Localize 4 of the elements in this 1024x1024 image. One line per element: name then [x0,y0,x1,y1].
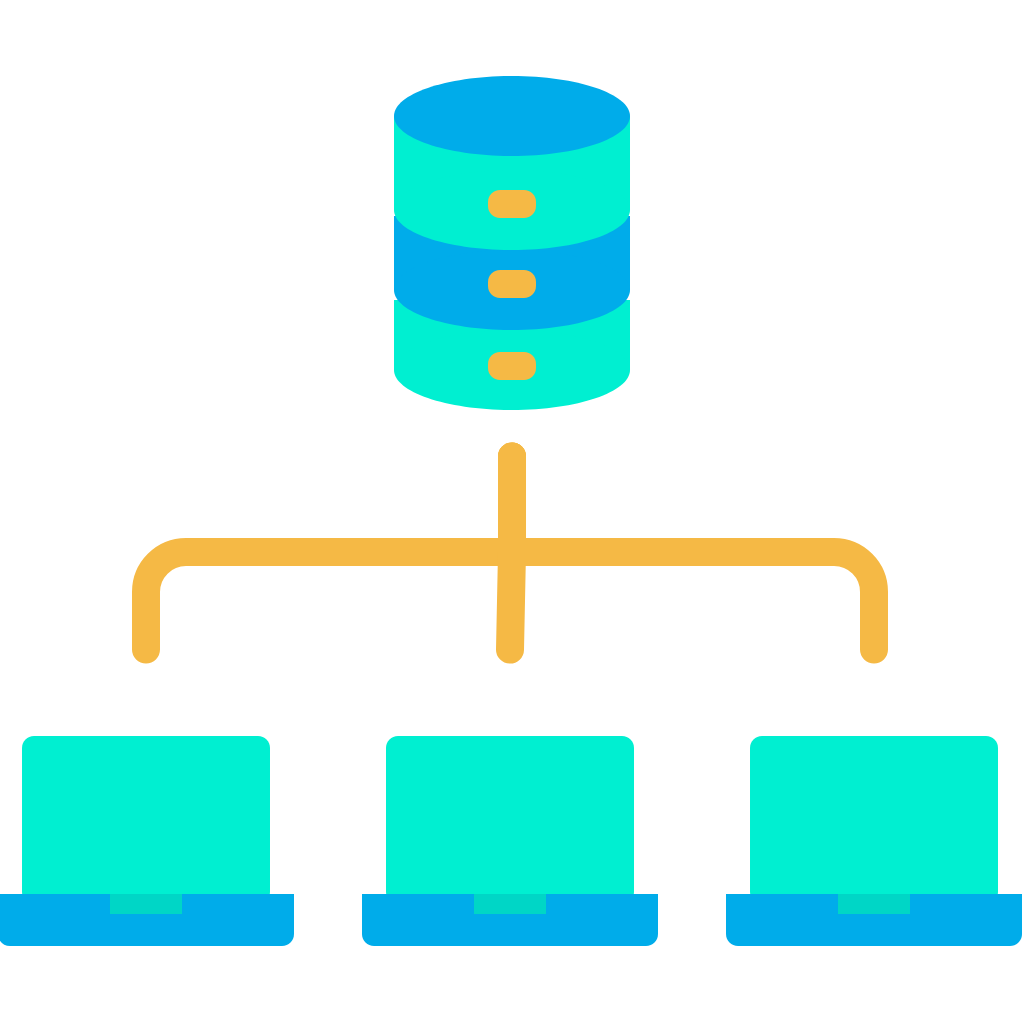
laptop-drawing [362,736,658,946]
database-drawing [394,76,630,410]
laptop-drawing [726,736,1022,946]
laptop-drawing [0,736,294,946]
